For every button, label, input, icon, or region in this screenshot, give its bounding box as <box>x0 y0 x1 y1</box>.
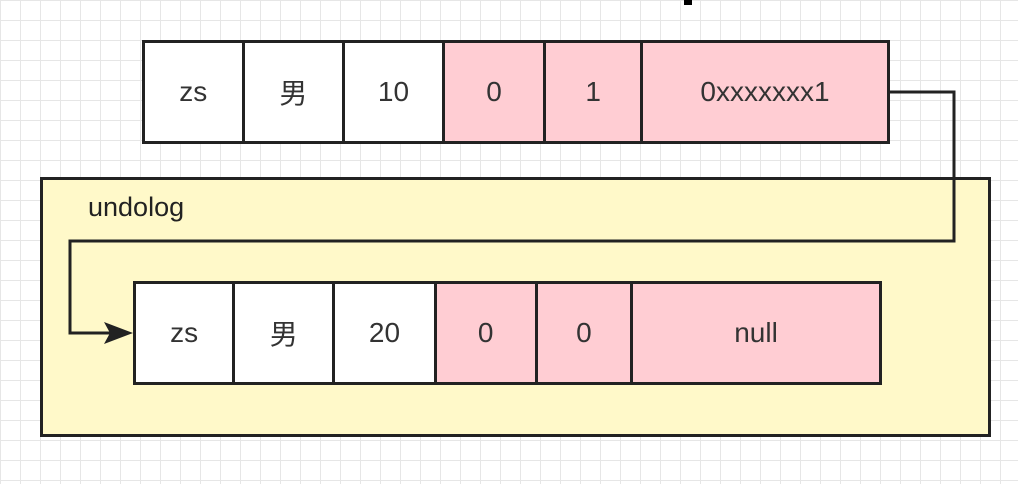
undo-record-cell-rollback-pointer: null <box>630 284 879 382</box>
current-record-cell-rollback-pointer: 0xxxxxxx1 <box>639 43 887 141</box>
undo-record-cell-gender: 男 <box>232 284 333 382</box>
undo-record-cell-hidden-2: 0 <box>534 284 631 382</box>
undolog-label: undolog <box>88 192 185 222</box>
current-record-cell-hidden-1: 0 <box>441 43 544 141</box>
top-edge-mark <box>684 0 692 5</box>
current-record-cell-gender: 男 <box>241 43 343 141</box>
current-record-row: zs 男 10 0 1 0xxxxxxx1 <box>142 40 890 144</box>
current-record-cell-name: zs <box>145 43 242 141</box>
undo-record-cell-age: 20 <box>332 284 434 382</box>
current-record-cell-age: 10 <box>342 43 442 141</box>
current-record-cell-hidden-2: 1 <box>543 43 640 141</box>
undo-record-row: zs 男 20 0 0 null <box>133 281 882 385</box>
undo-record-cell-name: zs <box>136 284 233 382</box>
undo-record-cell-hidden-1: 0 <box>433 284 535 382</box>
